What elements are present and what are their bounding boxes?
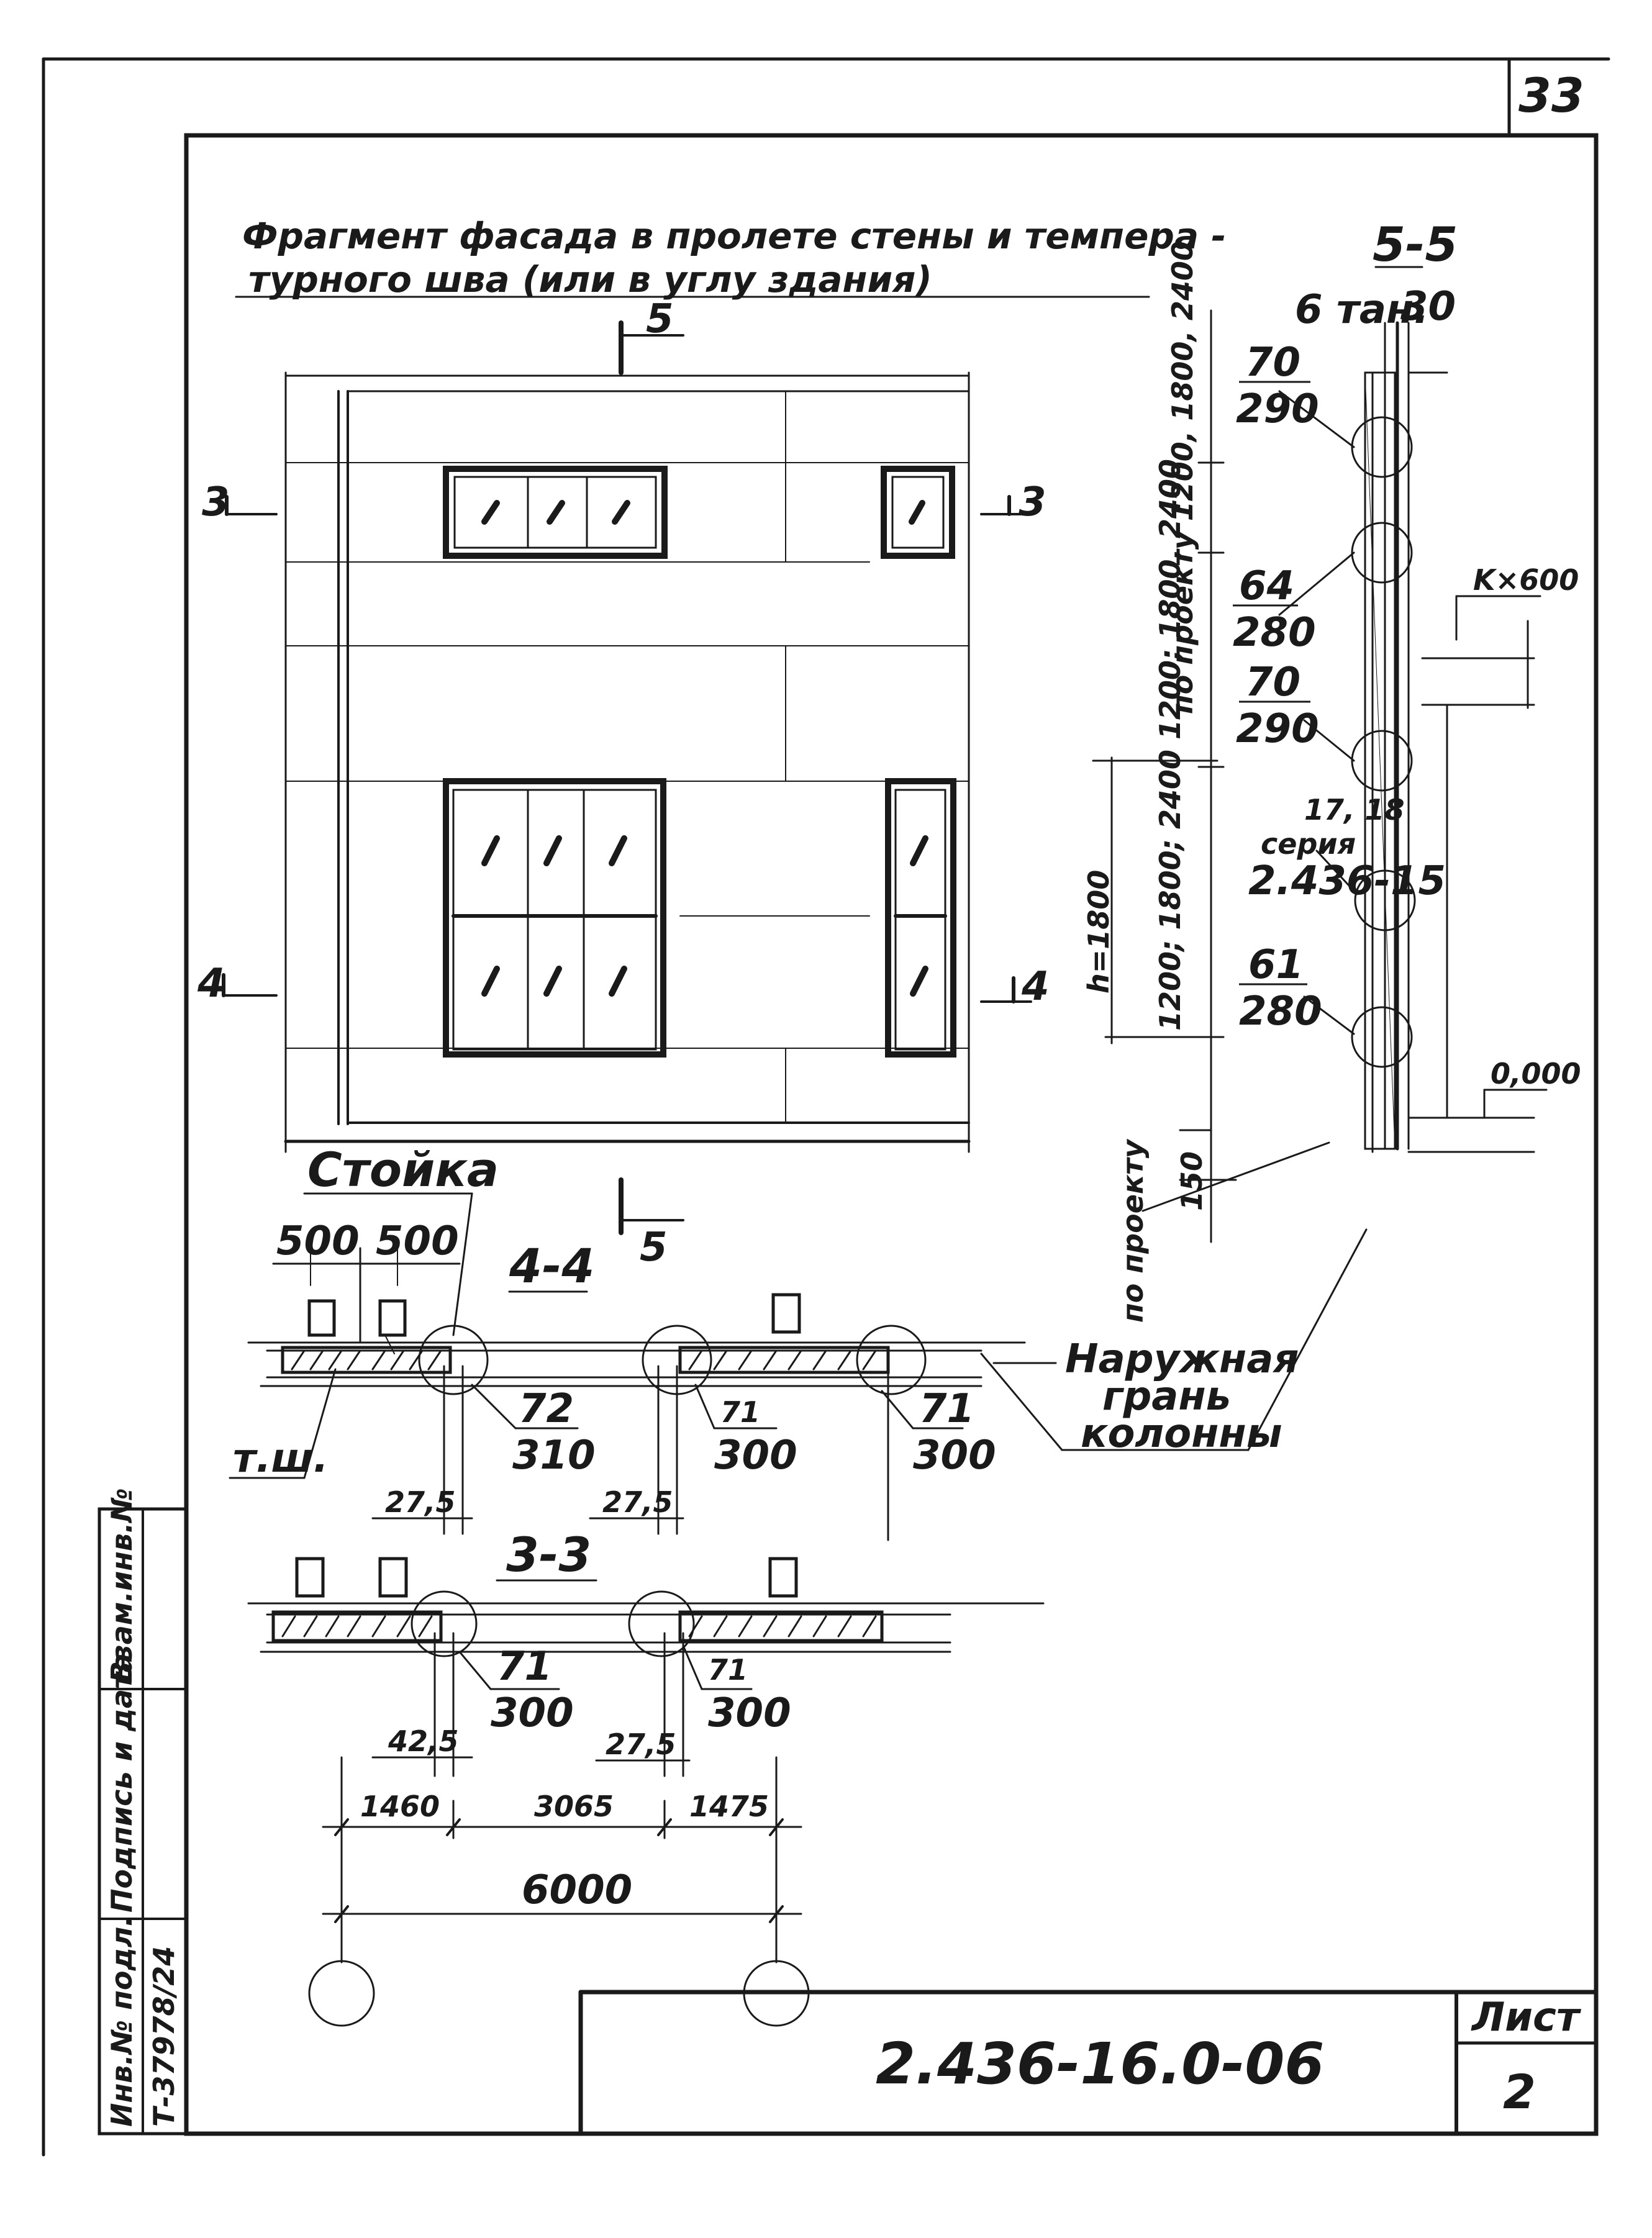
title-line-1: Фрагмент фасада в пролете стены и темпер… [242,215,1226,257]
stamp-signature: Подпись и дата [105,1653,138,1913]
dim-3065: 3065 [534,1790,614,1823]
sheet-number: 2 [1503,2064,1536,2119]
note-line-2: грань [1102,1374,1231,1420]
stoika-dim-right: 500 [376,1218,459,1264]
section-mark-left-4: 4 [197,961,225,1007]
dim-30: 30 [1400,284,1456,330]
elev-k600: K×600 [1473,563,1579,597]
callout-61-den: 280 [1239,989,1322,1035]
callout-70-num: 70 [1245,340,1300,386]
callout-71b-den: 300 [913,1433,996,1479]
dim-27-5-a: 27,5 [385,1485,456,1519]
section-mark-left-3: 3 [202,479,230,525]
callout-71a-den: 300 [714,1433,797,1479]
note-line-3: колонны [1081,1411,1282,1457]
series-word: серия [1261,827,1356,861]
callout-64-num: 64 [1239,563,1294,609]
note-line-1: Наружная [1065,1336,1299,1382]
callout-70b-num: 70 [1245,659,1300,705]
callout-64-den: 280 [1233,610,1316,656]
document-code: 2.436-16.0-06 [876,2031,1324,2097]
stamp-inv-value: Т-37978/24 [147,1946,181,2127]
callout-70-den: 290 [1236,386,1319,432]
series-code: 2.436-15 [1248,858,1446,904]
callout-3-71a-num: 71 [497,1644,552,1690]
section-5-5-title: 5-5 [1373,217,1458,272]
callout-61-num: 61 [1248,942,1304,988]
label-tsh: т.ш. [233,1436,329,1482]
vertical-text-2: 1200; 1800; 2400 1200; 1800, 2400 [1153,459,1187,1031]
dim-3-27-5: 27,5 [606,1728,676,1761]
callout-3-71b-num: 71 [708,1653,748,1687]
title-line-2: турного шва (или в углу здания) [248,258,932,301]
dim-27-5-b: 27,5 [602,1485,673,1519]
callout-70b-den: 290 [1236,706,1319,752]
callout-72-num: 72 [519,1386,574,1432]
callout-72-den: 310 [512,1433,596,1479]
page-number: 33 [1518,68,1584,123]
stoika-label: Стойка [307,1142,499,1197]
series-num: 17, 18 [1304,793,1405,827]
section-5-5-label-top: 6 тан. [1295,287,1429,333]
drawing-frame [184,133,1599,2136]
section-mark-top: 5 [646,296,674,342]
callout-71a-num: 71 [720,1395,760,1429]
callout-3-71b-den: 300 [708,1690,791,1736]
dim-42-5: 42,5 [388,1724,459,1758]
dim-1460: 1460 [360,1790,440,1823]
dim-150: 150 [1175,1151,1209,1211]
vertical-text-3: h=1800 [1082,870,1115,994]
section-mark-right-4: 4 [1021,964,1050,1010]
elev-0000: 0,000 [1491,1057,1581,1090]
callout-71b-num: 71 [919,1386,974,1432]
stoika-dim-left: 500 [276,1218,360,1264]
section-mark-right-3: 3 [1019,479,1046,525]
section-mark-bottom: 5 [640,1225,668,1271]
section-3-3-title: 3-3 [506,1527,591,1582]
vertical-text-1: по проекту 1200, 1800, 2400 [1166,241,1199,714]
dim-6000: 6000 [522,1867,632,1913]
sheet-label: Лист [1471,1995,1582,2041]
dim-1475: 1475 [689,1790,769,1823]
section-4-4-title: 4-4 [509,1238,594,1293]
stamp-replaced-inv: Взам.инв.№ [105,1488,138,1683]
stamp-inv-no: Инв.№ подл. [105,1916,138,2127]
vertical-text-4: по проекту [1116,1138,1150,1323]
callout-3-71a-den: 300 [491,1690,574,1736]
